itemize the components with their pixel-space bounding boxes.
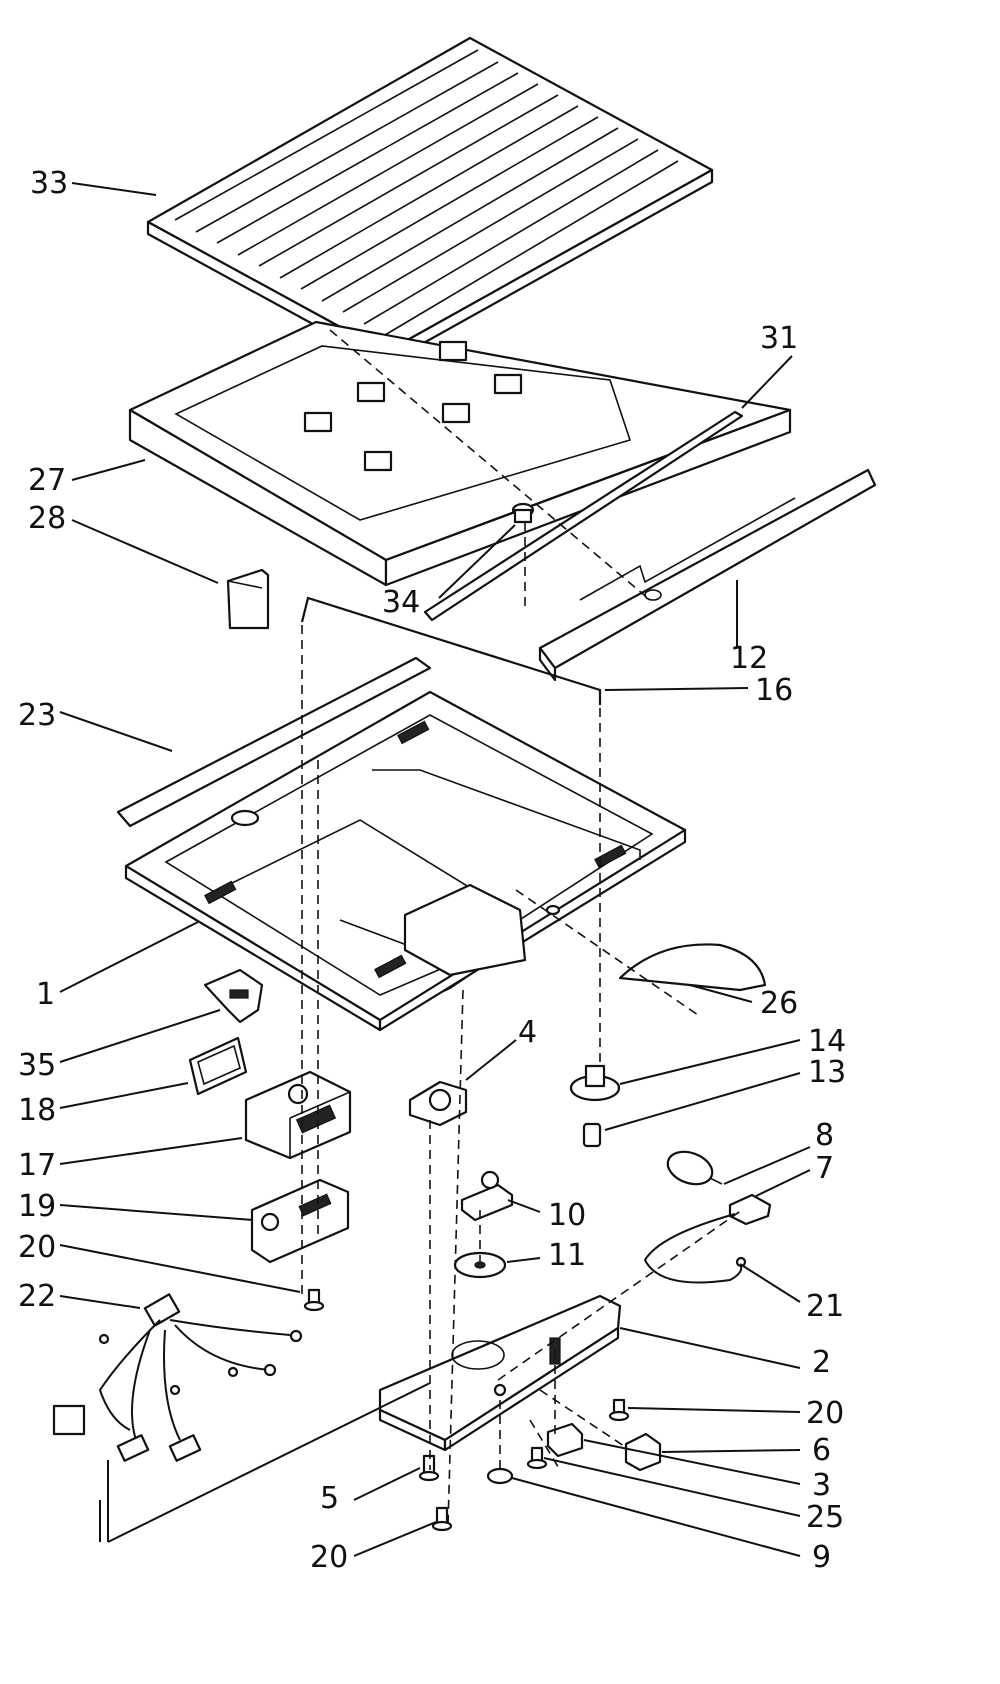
callout-4: 4 (518, 1015, 537, 1050)
callout-20-a: 20 (18, 1230, 56, 1265)
part-35-bracket (203, 968, 264, 1024)
leader-lines (59, 182, 811, 1557)
part-20-screw-a (303, 1288, 325, 1312)
part-12-channel (538, 468, 877, 682)
part-22-harness (52, 1293, 303, 1462)
part-23-rail (116, 656, 432, 828)
callout-34: 34 (382, 585, 420, 620)
callout-23: 23 (18, 698, 56, 733)
part-9-grommet (486, 1467, 514, 1485)
callout-1: 1 (36, 977, 55, 1012)
callout-13: 13 (808, 1055, 846, 1090)
callout-20-c: 20 (310, 1540, 348, 1575)
part-20-screw-c (431, 1506, 453, 1532)
callout-22: 22 (18, 1279, 56, 1314)
callout-25: 25 (806, 1500, 844, 1535)
part-28-block (226, 568, 270, 630)
part-4-thermostat (408, 1080, 468, 1127)
callout-11: 11 (548, 1238, 586, 1273)
part-18-filter (188, 1036, 248, 1096)
callout-16: 16 (755, 673, 793, 708)
part-31-strip (423, 410, 744, 622)
part-33-grille (146, 36, 714, 366)
part-19-damper-control (250, 1178, 350, 1264)
part-21-wire (643, 1213, 747, 1284)
harness-bracket-lines (99, 1382, 431, 1543)
part-5-screw (418, 1454, 440, 1482)
callout-6: 6 (812, 1433, 831, 1468)
callout-31: 31 (760, 321, 798, 356)
callout-20-b: 20 (806, 1396, 844, 1431)
callout-18: 18 (18, 1093, 56, 1128)
callout-12: 12 (730, 641, 768, 676)
part-26-cover (618, 943, 767, 992)
callout-3: 3 (812, 1468, 831, 1503)
callout-5: 5 (320, 1481, 339, 1516)
callout-33: 33 (30, 166, 68, 201)
part-27-housing (128, 320, 792, 587)
part-10-switch (460, 1170, 514, 1222)
part-20-screw-b (608, 1398, 630, 1422)
part-25-screw (526, 1446, 548, 1470)
callout-27: 27 (28, 463, 66, 498)
callout-10: 10 (548, 1198, 586, 1233)
callout-14: 14 (808, 1024, 846, 1059)
assembly-lines (301, 329, 743, 1526)
part-16-rod (300, 596, 602, 705)
callout-21: 21 (806, 1289, 844, 1324)
callout-7: 7 (815, 1151, 834, 1186)
part-8-bulb (666, 1150, 723, 1186)
part-1-base-tray (124, 690, 687, 1032)
callout-9: 9 (812, 1540, 831, 1575)
part-14-mount (569, 1064, 621, 1102)
callout-35: 35 (18, 1048, 56, 1083)
callout-28: 28 (28, 501, 66, 536)
part-17-damper-housing (244, 1070, 352, 1160)
callout-26: 26 (760, 986, 798, 1021)
callout-19: 19 (18, 1189, 56, 1224)
callout-8: 8 (815, 1118, 834, 1153)
part-3-switch (546, 1422, 584, 1458)
part-7-socket (728, 1193, 772, 1226)
callout-labels: 33 31 27 28 34 12 16 23 1 26 35 4 14 13 … (18, 166, 846, 1575)
callout-2: 2 (812, 1345, 831, 1380)
part-13-pin (582, 1122, 602, 1148)
part-2-control-base (378, 1294, 622, 1452)
part-34-grommet (511, 502, 535, 524)
callout-17: 17 (18, 1148, 56, 1183)
